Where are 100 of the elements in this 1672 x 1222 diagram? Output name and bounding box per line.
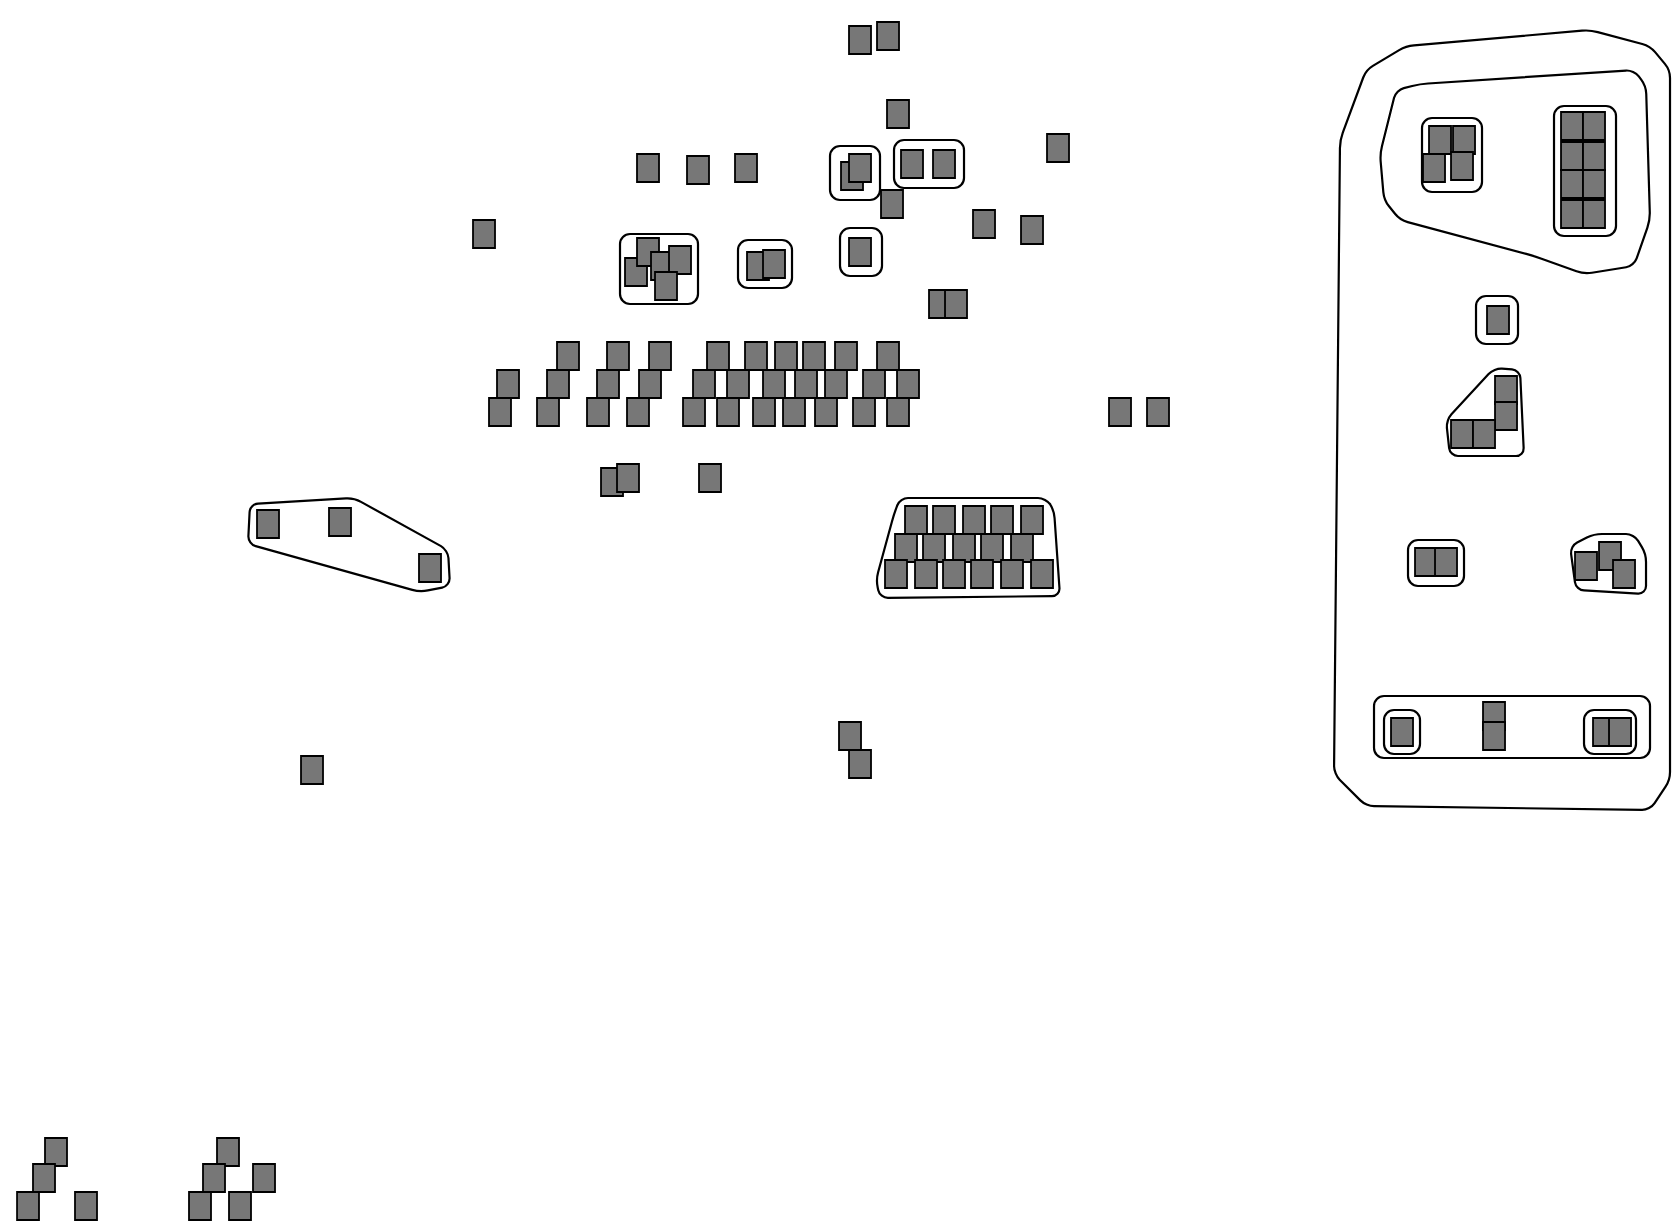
square [626,397,650,427]
square [636,153,660,183]
square [838,721,862,751]
rounded-outline [1382,708,1422,756]
square [638,369,662,399]
square [188,1191,212,1221]
square [802,341,826,371]
square [880,189,904,219]
rounded-outline [1420,116,1484,194]
square [418,553,442,583]
square [782,397,806,427]
square [16,1191,40,1221]
square [952,533,976,563]
square [1582,169,1606,199]
square [942,559,966,589]
polygon-outline [1333,29,1672,811]
square [744,341,768,371]
square [1560,141,1584,171]
square [686,155,710,185]
square [1390,717,1414,747]
square [726,369,750,399]
square [556,341,580,371]
square [1020,505,1044,535]
square [1414,547,1438,577]
square [852,397,876,427]
square [896,369,920,399]
square [1450,419,1474,449]
square [1010,533,1034,563]
polygon-outline [1379,69,1651,275]
square [1560,169,1584,199]
square [1582,199,1606,229]
square [1030,559,1054,589]
square [876,341,900,371]
square [1582,111,1606,141]
square [1450,151,1474,181]
square [682,397,706,427]
square [980,533,1004,563]
square [876,21,900,51]
square [1046,133,1070,163]
square [932,505,956,535]
square [894,533,918,563]
square [300,755,324,785]
square [762,249,786,279]
square [752,397,776,427]
square [496,369,520,399]
square [886,99,910,129]
square [932,149,956,179]
square [1494,401,1518,431]
square [216,1137,240,1167]
square [904,505,928,535]
square [668,245,692,275]
square [1608,717,1632,747]
square [884,559,908,589]
square [1428,125,1452,155]
rounded-outline [1552,104,1618,238]
square [1108,397,1132,427]
rounded-outline [1372,694,1652,760]
square [1612,559,1636,589]
square [74,1191,98,1221]
square [774,341,798,371]
square [692,369,716,399]
square [1574,551,1598,581]
square [596,369,620,399]
square [1020,215,1044,245]
square [202,1163,226,1193]
square [1452,125,1476,155]
square [762,369,786,399]
square [1482,721,1506,751]
rounded-outline [1474,294,1520,346]
square [252,1163,276,1193]
square [586,397,610,427]
square [32,1163,56,1193]
square [228,1191,252,1221]
rounded-outline [618,232,700,306]
square [962,505,986,535]
square [914,559,938,589]
square [814,397,838,427]
square [606,341,630,371]
square [1000,559,1024,589]
square [1560,111,1584,141]
rounded-outline [1406,538,1466,588]
square [1434,547,1458,577]
square [734,153,758,183]
square [972,209,996,239]
rounded-outline [1582,708,1638,756]
square [698,463,722,493]
square [472,219,496,249]
square [616,463,640,493]
square [944,289,968,319]
square [488,397,512,427]
rounded-outline [736,238,794,290]
square [546,369,570,399]
square [1422,153,1446,183]
square [886,397,910,427]
square [1582,141,1606,171]
square [648,341,672,371]
square [256,509,280,539]
square [536,397,560,427]
square [922,533,946,563]
rounded-outline [838,226,884,278]
